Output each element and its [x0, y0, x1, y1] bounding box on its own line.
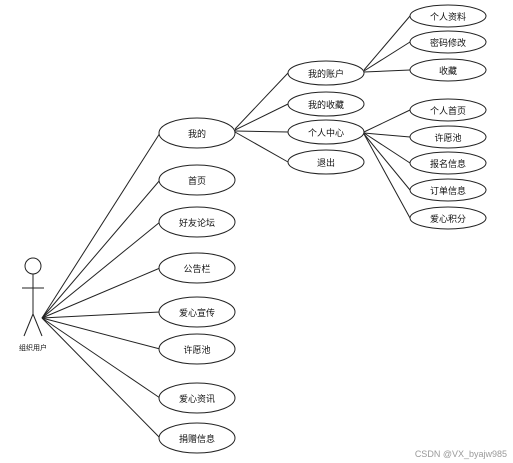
use-case-ellipse: [158, 252, 236, 284]
use-case-ellipse: [158, 333, 236, 365]
connector-actor-main-7: [41, 317, 161, 439]
connector-actor-main-5: [41, 317, 161, 350]
use-case-ellipse: [287, 60, 365, 86]
use-case-label: 爱心资讯: [179, 394, 215, 405]
use-case-ellipse: [409, 206, 487, 230]
use-case-profile[interactable]: 个人资料: [409, 4, 487, 28]
use-case-center-wish-pool[interactable]: 许愿池: [409, 125, 487, 149]
use-case-ellipse: [287, 91, 365, 117]
use-case-label: 许愿池: [183, 344, 210, 356]
connector-account-1: [363, 41, 411, 72]
actor-leg-right: [32, 313, 43, 337]
use-case-order-info[interactable]: 订单信息: [409, 178, 487, 202]
actor-head-icon: [24, 257, 42, 275]
connector-actor-main-0: [41, 132, 161, 319]
use-case-ellipse: [287, 119, 365, 145]
use-case-my[interactable]: 我的: [158, 117, 236, 149]
use-case-my-favorites[interactable]: 我的收藏: [287, 91, 365, 117]
connector-my-1: [234, 103, 289, 131]
use-case-love-promo[interactable]: 爱心宣传: [158, 296, 236, 328]
use-case-label: 爱心积分: [430, 213, 466, 225]
use-case-personal-home[interactable]: 个人首页: [409, 98, 487, 122]
my-use-cases: 我的账户 我的收藏 个人中心 退出: [287, 60, 365, 175]
use-case-label: 收藏: [439, 65, 457, 77]
use-case-ellipse: [158, 296, 236, 328]
use-case-label: 个人中心: [308, 127, 344, 139]
use-case-label: 我的账户: [308, 68, 344, 80]
use-case-change-password[interactable]: 密码修改: [409, 30, 487, 54]
use-case-collect[interactable]: 收藏: [409, 58, 487, 82]
main-use-cases: 我的 首页 好友论坛 公告栏 爱心宣传 许愿池 爱心资讯 捐赠信息: [158, 117, 236, 454]
use-case-label: 捐赠信息: [179, 433, 215, 445]
connector-my-3: [234, 131, 289, 163]
use-case-label: 报名信息: [430, 158, 466, 170]
use-case-label: 个人首页: [430, 105, 466, 117]
use-case-label: 我的: [188, 128, 206, 140]
use-case-label: 退出: [317, 157, 335, 169]
actor-label: 组织用户: [19, 343, 47, 352]
use-case-wish-pool[interactable]: 许愿池: [158, 333, 236, 365]
use-case-ellipse: [409, 125, 487, 149]
use-case-ellipse: [409, 151, 487, 175]
use-case-ellipse: [287, 149, 365, 175]
use-case-label: 订单信息: [430, 185, 466, 197]
use-case-label: 公告栏: [183, 263, 210, 275]
use-case-my-account[interactable]: 我的账户: [287, 60, 365, 86]
connector-actor-main-1: [41, 179, 161, 319]
use-case-ellipse: [158, 117, 236, 149]
use-case-label: 个人资料: [430, 11, 466, 23]
use-case-ellipse: [409, 98, 487, 122]
connector-my-2: [234, 130, 289, 133]
connector-center-0: [363, 109, 411, 133]
connector-actor-main-3: [41, 267, 161, 319]
connector-center-4: [363, 133, 411, 219]
connector-my-0: [234, 72, 289, 130]
use-case-ellipse: [158, 206, 236, 238]
connector-center-3: [363, 133, 411, 191]
use-case-label: 首页: [188, 175, 206, 187]
use-case-label: 许愿池: [434, 132, 461, 144]
use-case-ellipse: [409, 30, 487, 54]
use-case-ellipse: [409, 58, 487, 82]
connector-actor-main-6: [41, 317, 161, 399]
use-case-logout[interactable]: 退出: [287, 149, 365, 175]
use-case-bulletin[interactable]: 公告栏: [158, 252, 236, 284]
connector-account-2: [363, 69, 411, 73]
connector-actor-main-2: [41, 221, 161, 319]
use-case-ellipse: [158, 422, 236, 454]
connector-center-2: [363, 132, 411, 164]
use-case-label: 我的收藏: [308, 99, 344, 111]
use-case-love-points[interactable]: 爱心积分: [409, 206, 487, 230]
use-case-forum[interactable]: 好友论坛: [158, 206, 236, 238]
connector-account-0: [363, 15, 411, 71]
use-case-home[interactable]: 首页: [158, 164, 236, 196]
use-case-personal-center[interactable]: 个人中心: [287, 119, 365, 145]
use-case-donation-info[interactable]: 捐赠信息: [158, 422, 236, 454]
actor-leg-left: [23, 313, 34, 337]
use-case-label: 爱心宣传: [179, 307, 215, 319]
use-case-ellipse: [158, 164, 236, 196]
use-case-label: 好友论坛: [179, 217, 215, 229]
actor: 组织用户: [19, 257, 47, 352]
center-use-cases: 个人首页 许愿池 报名信息 订单信息 爱心积分: [409, 98, 487, 230]
use-case-ellipse: [409, 178, 487, 202]
connectors: [41, 15, 411, 439]
connector-actor-main-4: [41, 311, 161, 319]
watermark: CSDN @VX_byajw985: [414, 449, 507, 459]
use-case-ellipse: [409, 4, 487, 28]
use-case-ellipse: [158, 382, 236, 414]
use-case-label: 密码修改: [430, 37, 466, 49]
account-use-cases: 个人资料 密码修改 收藏: [409, 4, 487, 82]
use-case-registration-info[interactable]: 报名信息: [409, 151, 487, 175]
use-case-love-news[interactable]: 爱心资讯: [158, 382, 236, 414]
connector-center-1: [363, 132, 411, 138]
